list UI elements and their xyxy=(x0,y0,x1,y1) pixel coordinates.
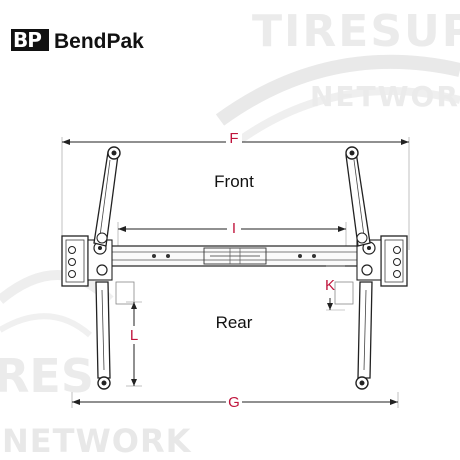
dimension-l: L xyxy=(126,301,142,387)
front-right-arm xyxy=(345,146,371,247)
watermark-bottom-word: RES xyxy=(0,349,94,403)
label-front: Front xyxy=(214,172,254,191)
watermark: TIRESUPP NETWORK RES NETWORK xyxy=(0,6,460,460)
dimension-label-i: I xyxy=(232,220,236,237)
rear-right-arm xyxy=(355,281,373,390)
label-rear: Rear xyxy=(216,313,253,332)
rear-left-arm xyxy=(95,281,111,390)
bendpak-logo: BP BendPak xyxy=(11,28,144,53)
watermark-top-sub: NETWORK xyxy=(310,80,460,113)
dimension-label-f: F xyxy=(229,130,238,147)
dimension-i: I xyxy=(117,219,347,246)
dimension-label-g: G xyxy=(228,394,240,411)
dimension-label-l: L xyxy=(130,327,138,344)
left-column xyxy=(61,235,135,305)
dimension-k: K xyxy=(325,265,345,311)
watermark-bottom-sub: NETWORK xyxy=(2,422,192,460)
dimension-g: G xyxy=(71,392,399,411)
watermark-top-word: TIRESUPP xyxy=(252,6,460,57)
right-column xyxy=(334,235,408,305)
brand-name: BendPak xyxy=(54,30,144,53)
cross-beam xyxy=(105,245,359,267)
logo-mark: BP xyxy=(13,28,41,52)
front-left-arm xyxy=(93,146,121,247)
dimension-f: F xyxy=(61,130,410,250)
dimension-label-k: K xyxy=(325,277,335,294)
